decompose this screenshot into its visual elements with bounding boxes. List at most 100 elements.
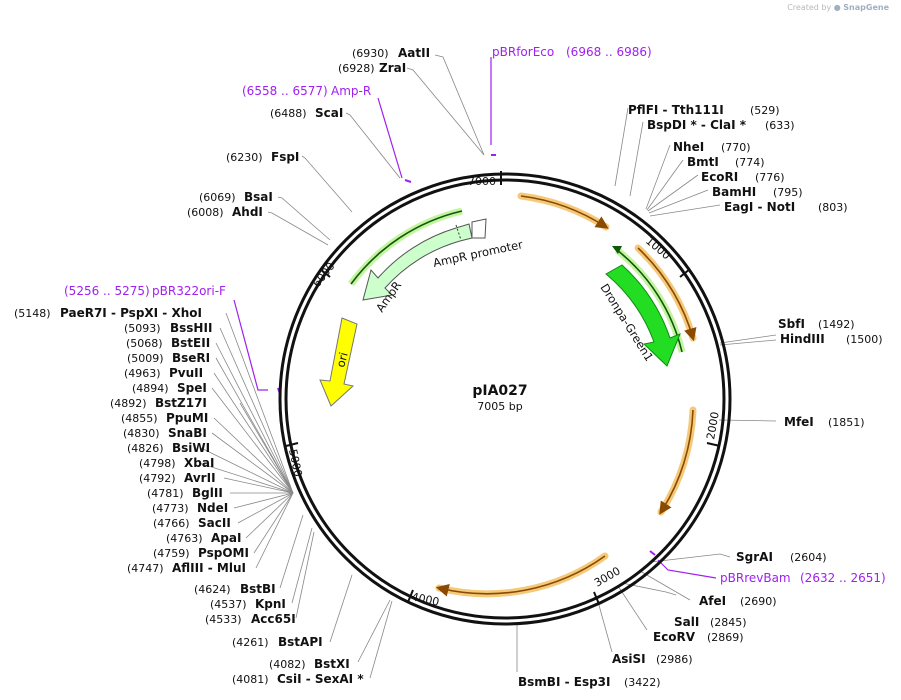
ori-feature <box>319 317 358 407</box>
site-bstapi-name: BstAPI <box>278 635 323 649</box>
site-mfei-name: MfeI <box>784 415 814 429</box>
site-sgrai-name: SgrAI <box>736 550 773 564</box>
site-bsiwi-pos: (4826) <box>127 442 164 455</box>
ampr-promoter-boundary <box>455 224 462 241</box>
site-afei-name: AfeI <box>699 594 726 608</box>
site-bmti-pos: (774) <box>735 156 765 169</box>
plasmid-length: 7005 bp <box>477 400 522 413</box>
site-bstz17i-name: BstZ17I <box>155 396 207 410</box>
site-ecori-pos: (776) <box>755 171 785 184</box>
site-ecori-name: EcoRI <box>701 170 738 184</box>
site-acc65i-name: Acc65I <box>251 612 296 626</box>
site-avrii-pos: (4792) <box>139 472 176 485</box>
site-ppumi-name: PpuMI <box>166 411 208 425</box>
site-spei-name: SpeI <box>177 381 207 395</box>
watermark-prefix: Created by <box>787 3 832 12</box>
site-asisi-name: AsiSI <box>612 652 646 666</box>
site-bspdi-name: BspDI * - ClaI * <box>647 118 747 132</box>
site-aatii-name: AatII <box>398 46 430 60</box>
site-acc65i-pos: (4533) <box>205 613 242 626</box>
site-sbfi-pos: (1492) <box>818 318 855 331</box>
site-bmti-name: BmtI <box>687 155 719 169</box>
ampr-feature <box>362 223 473 301</box>
site-bamhi-name: BamHI <box>712 185 756 199</box>
site-afei-pos: (2690) <box>740 595 777 608</box>
leader-lines <box>198 54 777 679</box>
site-bsai-pos: (6069) <box>199 191 236 204</box>
site-sacii-name: SacII <box>198 516 231 530</box>
site-nhei-name: NheI <box>673 140 704 154</box>
site-bsteii-pos: (5068) <box>126 337 163 350</box>
site-pspomi-name: PspOMI <box>198 546 249 560</box>
primer-ampr-label: Amp-R <box>331 84 371 98</box>
site-bsai-name: BsaI <box>244 190 273 204</box>
site-paer7i-name: PaeR7I - PspXI - XhoI <box>60 306 202 320</box>
site-bstbi-pos: (4624) <box>194 583 231 596</box>
site-ppumi-pos: (4855) <box>121 412 158 425</box>
primer-pbrforeco-range: (6968 .. 6986) <box>566 45 652 59</box>
site-pvuii-name: PvuII <box>169 366 203 380</box>
site-ecorv-pos: (2869) <box>707 631 744 644</box>
site-eagi-pos: (803) <box>818 201 848 214</box>
ampr-promoter-feature <box>471 218 487 239</box>
dronpa-outer-arc <box>616 249 683 353</box>
primer-pbrrevbam-label: pBRrevBam <box>720 571 791 585</box>
site-apai-pos: (4763) <box>166 532 203 545</box>
site-sacii-pos: (4766) <box>153 517 190 530</box>
watermark-brand: SnapGene <box>843 3 889 12</box>
site-hindiii-name: HindIII <box>780 332 825 346</box>
site-bstxi-name: BstXI <box>314 657 350 671</box>
site-hindiii-pos: (1500) <box>846 333 883 346</box>
site-aatii-pos: (6930) <box>352 47 389 60</box>
site-sgrai-pos: (2604) <box>790 551 827 564</box>
site-pflfi-name: PflFI - Tth111I <box>628 103 724 117</box>
site-zrai-pos: (6928) <box>338 62 375 75</box>
site-csii-name: CsiI - SexAI * <box>277 672 364 686</box>
site-apai-name: ApaI <box>211 531 241 545</box>
site-avrii-name: AvrII <box>184 471 216 485</box>
site-pflfi-pos: (529) <box>750 104 780 117</box>
dronpa-outer-arrowhead <box>612 246 622 254</box>
site-afliii-pos: (4747) <box>127 562 164 575</box>
site-bsmbi-name: BsmBI - Esp3I <box>518 675 610 689</box>
orange-feature-arcs <box>435 192 697 598</box>
site-xbai-pos: (4798) <box>139 457 176 470</box>
site-bglii-name: BglII <box>192 486 223 500</box>
site-bsshii-name: BssHII <box>170 321 212 335</box>
site-pspomi-pos: (4759) <box>153 547 190 560</box>
site-ndei-pos: (4773) <box>152 502 189 515</box>
restriction-site-labels: (6930) AatII (6928) ZraI (6488) ScaI (62… <box>14 46 883 689</box>
site-bsteii-name: BstEII <box>171 336 210 350</box>
site-csii-pos: (4081) <box>232 673 269 686</box>
site-sali-name: SalI <box>674 615 699 629</box>
primer-pbrrevbam-range: (2632 .. 2651) <box>800 571 886 585</box>
tick-marks <box>285 171 721 605</box>
site-ahdi-name: AhdI <box>232 205 263 219</box>
tick-label-4000: 4000 <box>410 590 440 609</box>
dronpa-green1-feature <box>605 264 681 367</box>
site-bseri-pos: (5009) <box>127 352 164 365</box>
site-ahdi-pos: (6008) <box>187 206 224 219</box>
site-bstxi-pos: (4082) <box>269 658 306 671</box>
site-zrai-name: ZraI <box>379 61 406 75</box>
site-afliii-name: AflIII - MluI <box>172 561 246 575</box>
site-bseri-name: BseRI <box>172 351 210 365</box>
site-kpni-pos: (4537) <box>210 598 247 611</box>
ampr-outer-arc <box>350 210 463 285</box>
site-fspi-name: FspI <box>271 150 299 164</box>
site-sali-pos: (2845) <box>710 616 747 629</box>
primer-ampr-range: (6558 .. 6577) <box>242 84 328 98</box>
backbone-inner-ring <box>284 178 726 620</box>
site-bsiwi-name: BsiWI <box>172 441 210 455</box>
site-bstbi-name: BstBI <box>240 582 276 596</box>
site-bglii-pos: (4781) <box>147 487 184 500</box>
site-ecorv-name: EcoRV <box>653 630 696 644</box>
tick-label-5000: 5000 <box>286 448 305 478</box>
site-nhei-pos: (770) <box>721 141 751 154</box>
site-sbfi-name: SbfI <box>778 317 805 331</box>
site-mfei-pos: (1851) <box>828 416 865 429</box>
site-xbai-name: XbaI <box>184 456 214 470</box>
primer-markers <box>233 57 717 579</box>
site-scai-name: ScaI <box>315 106 343 120</box>
site-bsshii-pos: (5093) <box>124 322 161 335</box>
